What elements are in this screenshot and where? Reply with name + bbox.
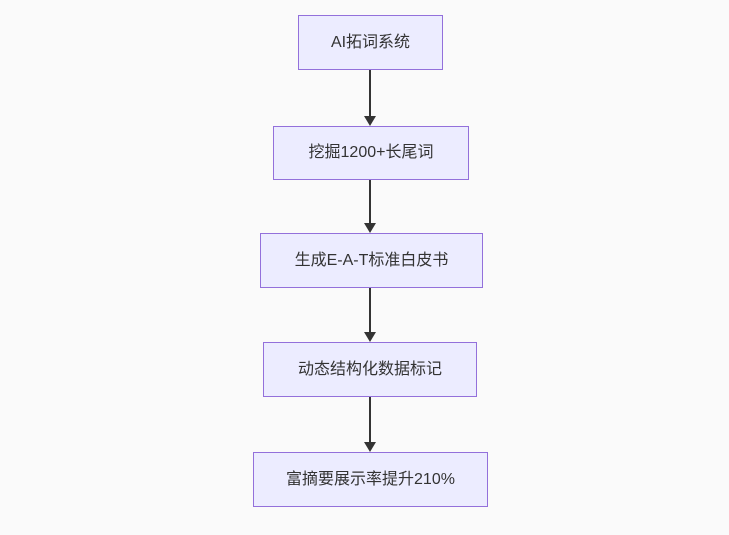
edge-line	[369, 288, 371, 332]
flow-node-ai-word-system: AI拓词系统	[298, 15, 443, 70]
flow-node-eat-whitepaper: 生成E-A-T标准白皮书	[260, 233, 483, 288]
flow-edge-3	[364, 288, 376, 342]
flow-node-longtail-mining: 挖掘1200+长尾词	[273, 126, 469, 180]
flow-edge-2	[364, 180, 376, 233]
flow-node-rich-snippet-result: 富摘要展示率提升210%	[253, 452, 488, 507]
flow-edge-1	[364, 70, 376, 126]
edge-line	[369, 397, 371, 442]
flow-node-structured-data: 动态结构化数据标记	[263, 342, 477, 397]
edge-line	[369, 180, 371, 223]
arrowhead-down-icon	[364, 116, 376, 126]
arrowhead-down-icon	[364, 332, 376, 342]
edge-line	[369, 70, 371, 116]
arrowhead-down-icon	[364, 223, 376, 233]
arrowhead-down-icon	[364, 442, 376, 452]
flow-edge-4	[364, 397, 376, 452]
